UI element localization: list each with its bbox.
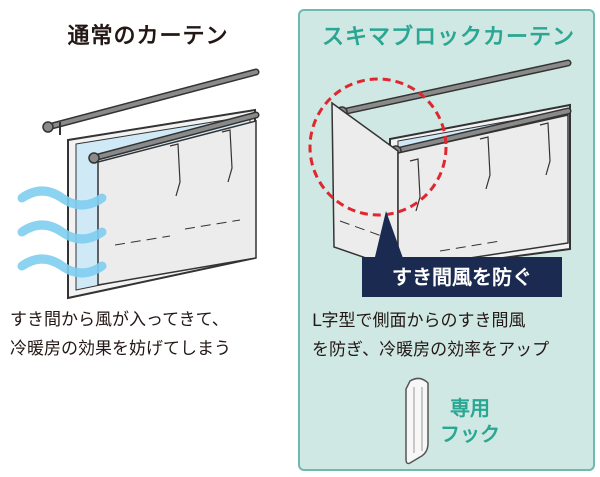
hook-icon	[405, 377, 429, 465]
normal-curtain-title: 通常のカーテン	[67, 24, 229, 49]
hook-label-line2: フック	[440, 422, 500, 446]
gap-block-description: L字型で側面からのすき間風 を防ぎ、冷暖房の効率をアップ	[312, 307, 549, 365]
gap-block-curtain-panel: スキマブロックカーテン すき間風を防ぐ L字型で側面からのすき間風 を防ぎ、冷暖…	[298, 9, 595, 471]
gap-wind-badge: すき間風を防ぐ	[362, 257, 562, 297]
normal-curtain-panel: 通常のカーテン すき間から風が入ってきて、 冷暖房の効果を妨げてしまう	[0, 0, 296, 477]
normal-curtain-illustration	[17, 68, 260, 300]
gap-desc-line1: L字型で側面からのすき間風	[312, 311, 526, 331]
normal-desc-line1: すき間から風が入ってきて、	[10, 310, 229, 330]
normal-curtain-description: すき間から風が入ってきて、 冷暖房の効果を妨げてしまう	[10, 306, 231, 364]
normal-desc-line2: 冷暖房の効果を妨げてしまう	[10, 339, 231, 359]
gap-desc-line2: を防ぎ、冷暖房の効率をアップ	[312, 340, 550, 360]
gap-block-curtain-illustration	[308, 59, 572, 275]
hook-label-line1: 専用	[450, 396, 490, 420]
dedicated-hook-label: 専用 フック	[440, 395, 500, 447]
gap-block-curtain-title: スキマブロックカーテン	[321, 25, 575, 50]
